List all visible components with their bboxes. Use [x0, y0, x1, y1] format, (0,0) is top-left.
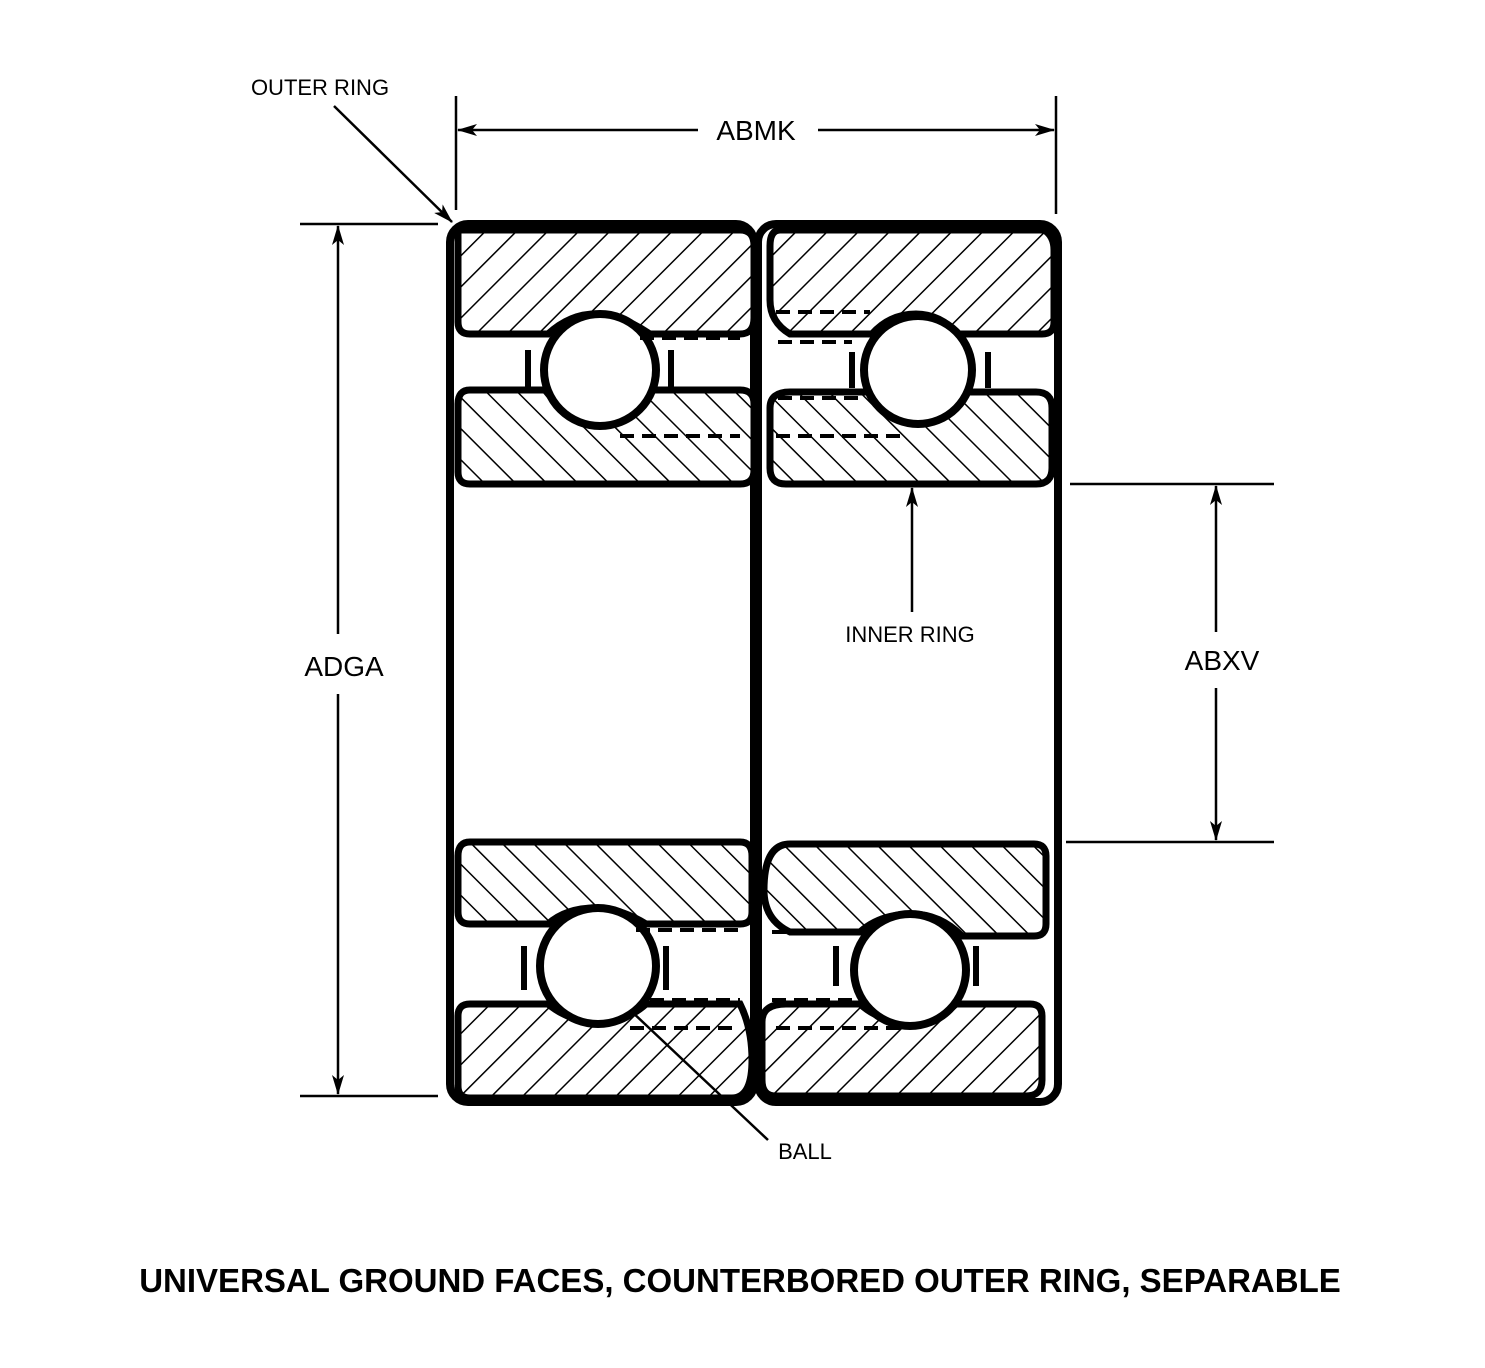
diagram-caption: UNIVERSAL GROUND FACES, COUNTERBORED OUT…: [139, 1262, 1341, 1299]
dimension-bore: ABXV: [1066, 482, 1274, 844]
right-bearing: [754, 220, 1062, 1106]
right-bearing-body: [754, 220, 1062, 1106]
right-top-ball: [860, 312, 976, 428]
inner-ring-label: INNER RING: [845, 622, 975, 647]
ball-leader: [629, 1009, 769, 1141]
left-bearing: [446, 220, 758, 1106]
outer-ring-label: OUTER RING: [251, 75, 389, 100]
callout-inner-ring: INNER RING: [845, 487, 975, 647]
dimension-width: ABMK: [454, 96, 1058, 214]
outer-ring-leader: [333, 105, 453, 223]
right-bottom-hidden-lines: [772, 930, 900, 1030]
dimension-outside-diameter: ADGA: [300, 222, 438, 1098]
bore-dimension-label: ABXV: [1185, 645, 1260, 676]
right-top-hidden-lines: [776, 310, 900, 438]
width-dimension-label: ABMK: [716, 115, 796, 146]
callout-outer-ring: OUTER RING: [251, 75, 453, 223]
left-top-hidden-lines: [620, 336, 740, 438]
ball-label: BALL: [778, 1139, 832, 1164]
left-bottom-ball: [536, 904, 660, 1028]
left-bottom-hidden-lines: [630, 928, 740, 1030]
left-top-ball: [540, 310, 660, 430]
right-bottom-ball: [850, 910, 970, 1030]
od-dimension-label: ADGA: [304, 651, 384, 682]
callout-ball: BALL: [629, 1009, 832, 1164]
